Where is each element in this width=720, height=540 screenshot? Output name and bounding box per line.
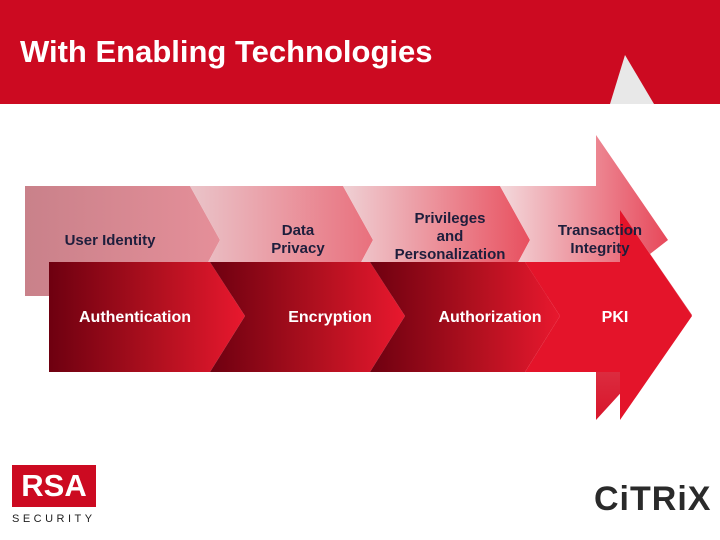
bottom-chevron-4 <box>525 210 692 420</box>
rsa-logo-mark: RSA <box>21 468 87 503</box>
rsa-security-logo: RSA SECURITY <box>12 465 98 525</box>
rsa-logo-box: RSA <box>12 465 96 507</box>
header-arrow-shape <box>610 55 654 104</box>
top-label-transaction-integrity: Transaction Integrity <box>557 222 643 257</box>
bottom-label-authentication: Authentication <box>79 309 191 326</box>
bottom-label-pki: PKI <box>601 309 629 326</box>
top-label-user-identity: User Identity <box>64 232 156 249</box>
bottom-chevron-2 <box>210 262 405 372</box>
citrix-logo: CiTRiX <box>594 480 712 518</box>
bottom-label-authorization: Authorization <box>438 309 542 326</box>
title-bar: With Enabling Technologies <box>0 0 720 104</box>
slide-title: With Enabling Technologies <box>20 34 433 69</box>
rsa-logo-subtitle: SECURITY <box>12 513 96 525</box>
bottom-chevron-1 <box>49 262 245 372</box>
bottom-label-encryption: Encryption <box>288 309 372 326</box>
top-label-privileges: Privileges and Personalization <box>394 210 506 263</box>
bottom-chevron-3 <box>370 262 560 372</box>
top-label-data-privacy: Data Privacy <box>271 222 325 257</box>
